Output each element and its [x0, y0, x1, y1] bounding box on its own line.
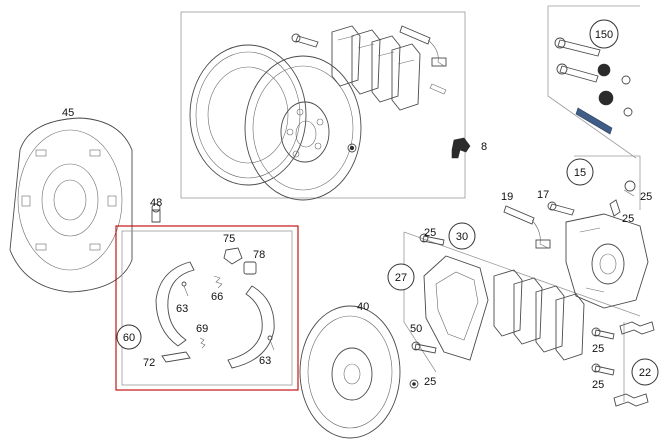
callout-150: 150	[589, 19, 619, 49]
callout-22: 22	[631, 358, 659, 386]
screw-long	[554, 37, 601, 57]
hold-down-pin-left	[181, 281, 189, 297]
brake-pad-set	[331, 25, 421, 111]
svg-text:30: 30	[456, 231, 468, 243]
return-spring	[213, 275, 223, 289]
hold-down-pin-right	[267, 335, 275, 351]
disc-and-pad-group: 8	[180, 11, 487, 201]
caliper-guide-bolt	[547, 201, 575, 216]
parking-brake-inner-frame	[121, 230, 293, 386]
lower-spring	[199, 337, 206, 349]
label-19: 25	[640, 191, 652, 203]
disc-retaining-screw	[409, 379, 419, 389]
caliper-housing	[565, 155, 649, 309]
label-72: 72	[143, 357, 155, 369]
brake-disc-front-view	[244, 55, 362, 201]
spring-clip-group: 25 25 22	[591, 321, 659, 407]
label-63-right: 63	[259, 355, 271, 367]
pad-wear-sensor	[399, 25, 447, 95]
caliper-bolt	[291, 33, 319, 48]
label-63-left: 63	[176, 303, 188, 315]
screw-set-group: 150	[547, 5, 640, 159]
label-66: 66	[211, 291, 223, 303]
svg-text:15: 15	[574, 167, 586, 179]
grommet-upper	[597, 63, 631, 85]
bleeder-cap	[623, 180, 636, 197]
adjuster-sleeve	[243, 261, 257, 275]
wrench-icon	[451, 137, 471, 159]
svg-text:60: 60	[123, 332, 135, 344]
parking-lever	[161, 351, 191, 363]
label-69: 69	[196, 323, 208, 335]
brake-shoe-left	[155, 261, 195, 347]
dust-shield-bolt	[151, 203, 161, 223]
grommet-lower	[598, 90, 633, 117]
callout-30: 30	[448, 222, 476, 250]
caliper-pads	[493, 269, 585, 361]
clip-bolt-lower	[591, 363, 615, 376]
wedge-tool	[575, 107, 613, 135]
label-5: 40	[357, 301, 369, 313]
spring-clip-lower	[613, 393, 649, 407]
label-25-clip-upper: 25	[592, 343, 604, 355]
label-25-clip-lower: 25	[592, 379, 604, 391]
adjuster-nut	[223, 247, 243, 265]
parking-brake-shoes-group: 75 78 66 63 69 72 63	[116, 233, 275, 369]
callout-60: 60	[116, 324, 142, 350]
brake-shoe-right	[227, 285, 275, 369]
label-45: 45	[62, 107, 74, 119]
dust-shield	[9, 117, 133, 293]
label-50: 19	[501, 191, 513, 203]
label-75: 75	[223, 233, 235, 245]
label-25-caliper: 17	[537, 189, 549, 201]
svg-text:150: 150	[595, 29, 613, 41]
callout-15: 15	[566, 158, 594, 186]
wear-sensor-lower	[503, 205, 551, 249]
spring-clip-upper	[619, 321, 655, 335]
brake-disc-rear-view	[189, 44, 307, 186]
small-nut	[347, 143, 357, 153]
svg-text:27: 27	[395, 272, 407, 284]
brake-disc-bottom	[299, 305, 401, 439]
callout-27: 27	[387, 263, 415, 291]
label-8: 25	[424, 376, 436, 388]
svg-text:22: 22	[639, 367, 651, 379]
clip-bolt-upper	[591, 327, 615, 340]
label-40: 50	[410, 323, 422, 335]
screw-medium	[556, 63, 599, 83]
bracket-bolt-lower	[411, 341, 437, 354]
label-25-upper: 25	[424, 227, 436, 239]
label-48: 48	[150, 197, 162, 209]
label-78: 78	[253, 249, 265, 261]
bracket-bolt-upper	[419, 233, 445, 246]
caliper-bracket	[423, 255, 489, 361]
caliper-bracket-group: 27 25 50 30 19 17	[387, 155, 652, 373]
top-group-frame	[180, 11, 466, 199]
bleeder-screw	[609, 199, 621, 217]
label-100: 8	[481, 141, 487, 153]
parking-brake-highlight-frame	[115, 225, 299, 391]
label-17: 25	[622, 213, 634, 225]
